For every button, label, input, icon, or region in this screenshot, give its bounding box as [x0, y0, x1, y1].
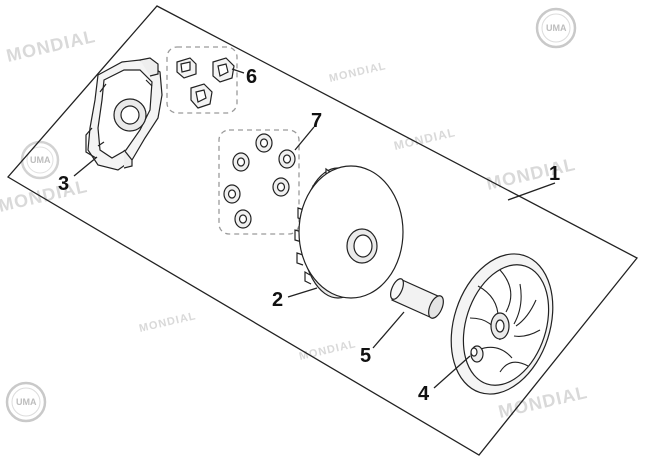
callout-3: 3	[58, 173, 69, 195]
group-box-7	[218, 129, 300, 235]
logo-text: UMA	[16, 397, 37, 407]
part-7-rollers	[223, 133, 296, 229]
callout-2: 2	[272, 289, 283, 311]
part-3-ramp-plate	[85, 57, 163, 171]
part-6-sliders	[176, 57, 235, 109]
logo-text: UMA	[546, 23, 567, 33]
part-5-bushing	[390, 278, 444, 319]
uma-logo: UMA	[535, 7, 577, 49]
part-4-fixed-drive-face	[450, 253, 554, 395]
callouts: 1 2 3 4 5 6 7	[58, 66, 560, 405]
uma-logo: UMA	[5, 381, 47, 423]
uma-logo: UMA	[20, 140, 60, 180]
watermark-text: MONDIAL	[0, 176, 90, 216]
callout-7: 7	[311, 110, 322, 132]
callout-6: 6	[246, 66, 257, 88]
watermark-text: MONDIAL	[484, 154, 577, 194]
logo-text: UMA	[30, 155, 51, 165]
callout-1: 1	[549, 163, 560, 185]
watermark-text: MONDIAL	[298, 338, 358, 363]
leader-lines	[73, 68, 556, 389]
part-2-movable-drive-face	[294, 165, 404, 299]
callout-5: 5	[360, 345, 371, 367]
assembly-outline	[6, 5, 639, 456]
watermark-text: MONDIAL	[138, 310, 198, 335]
watermark-text: MONDIAL	[393, 125, 458, 153]
watermark-text: MONDIAL	[328, 60, 388, 85]
watermark-text: MONDIAL	[4, 26, 97, 66]
callout-4: 4	[418, 383, 430, 405]
